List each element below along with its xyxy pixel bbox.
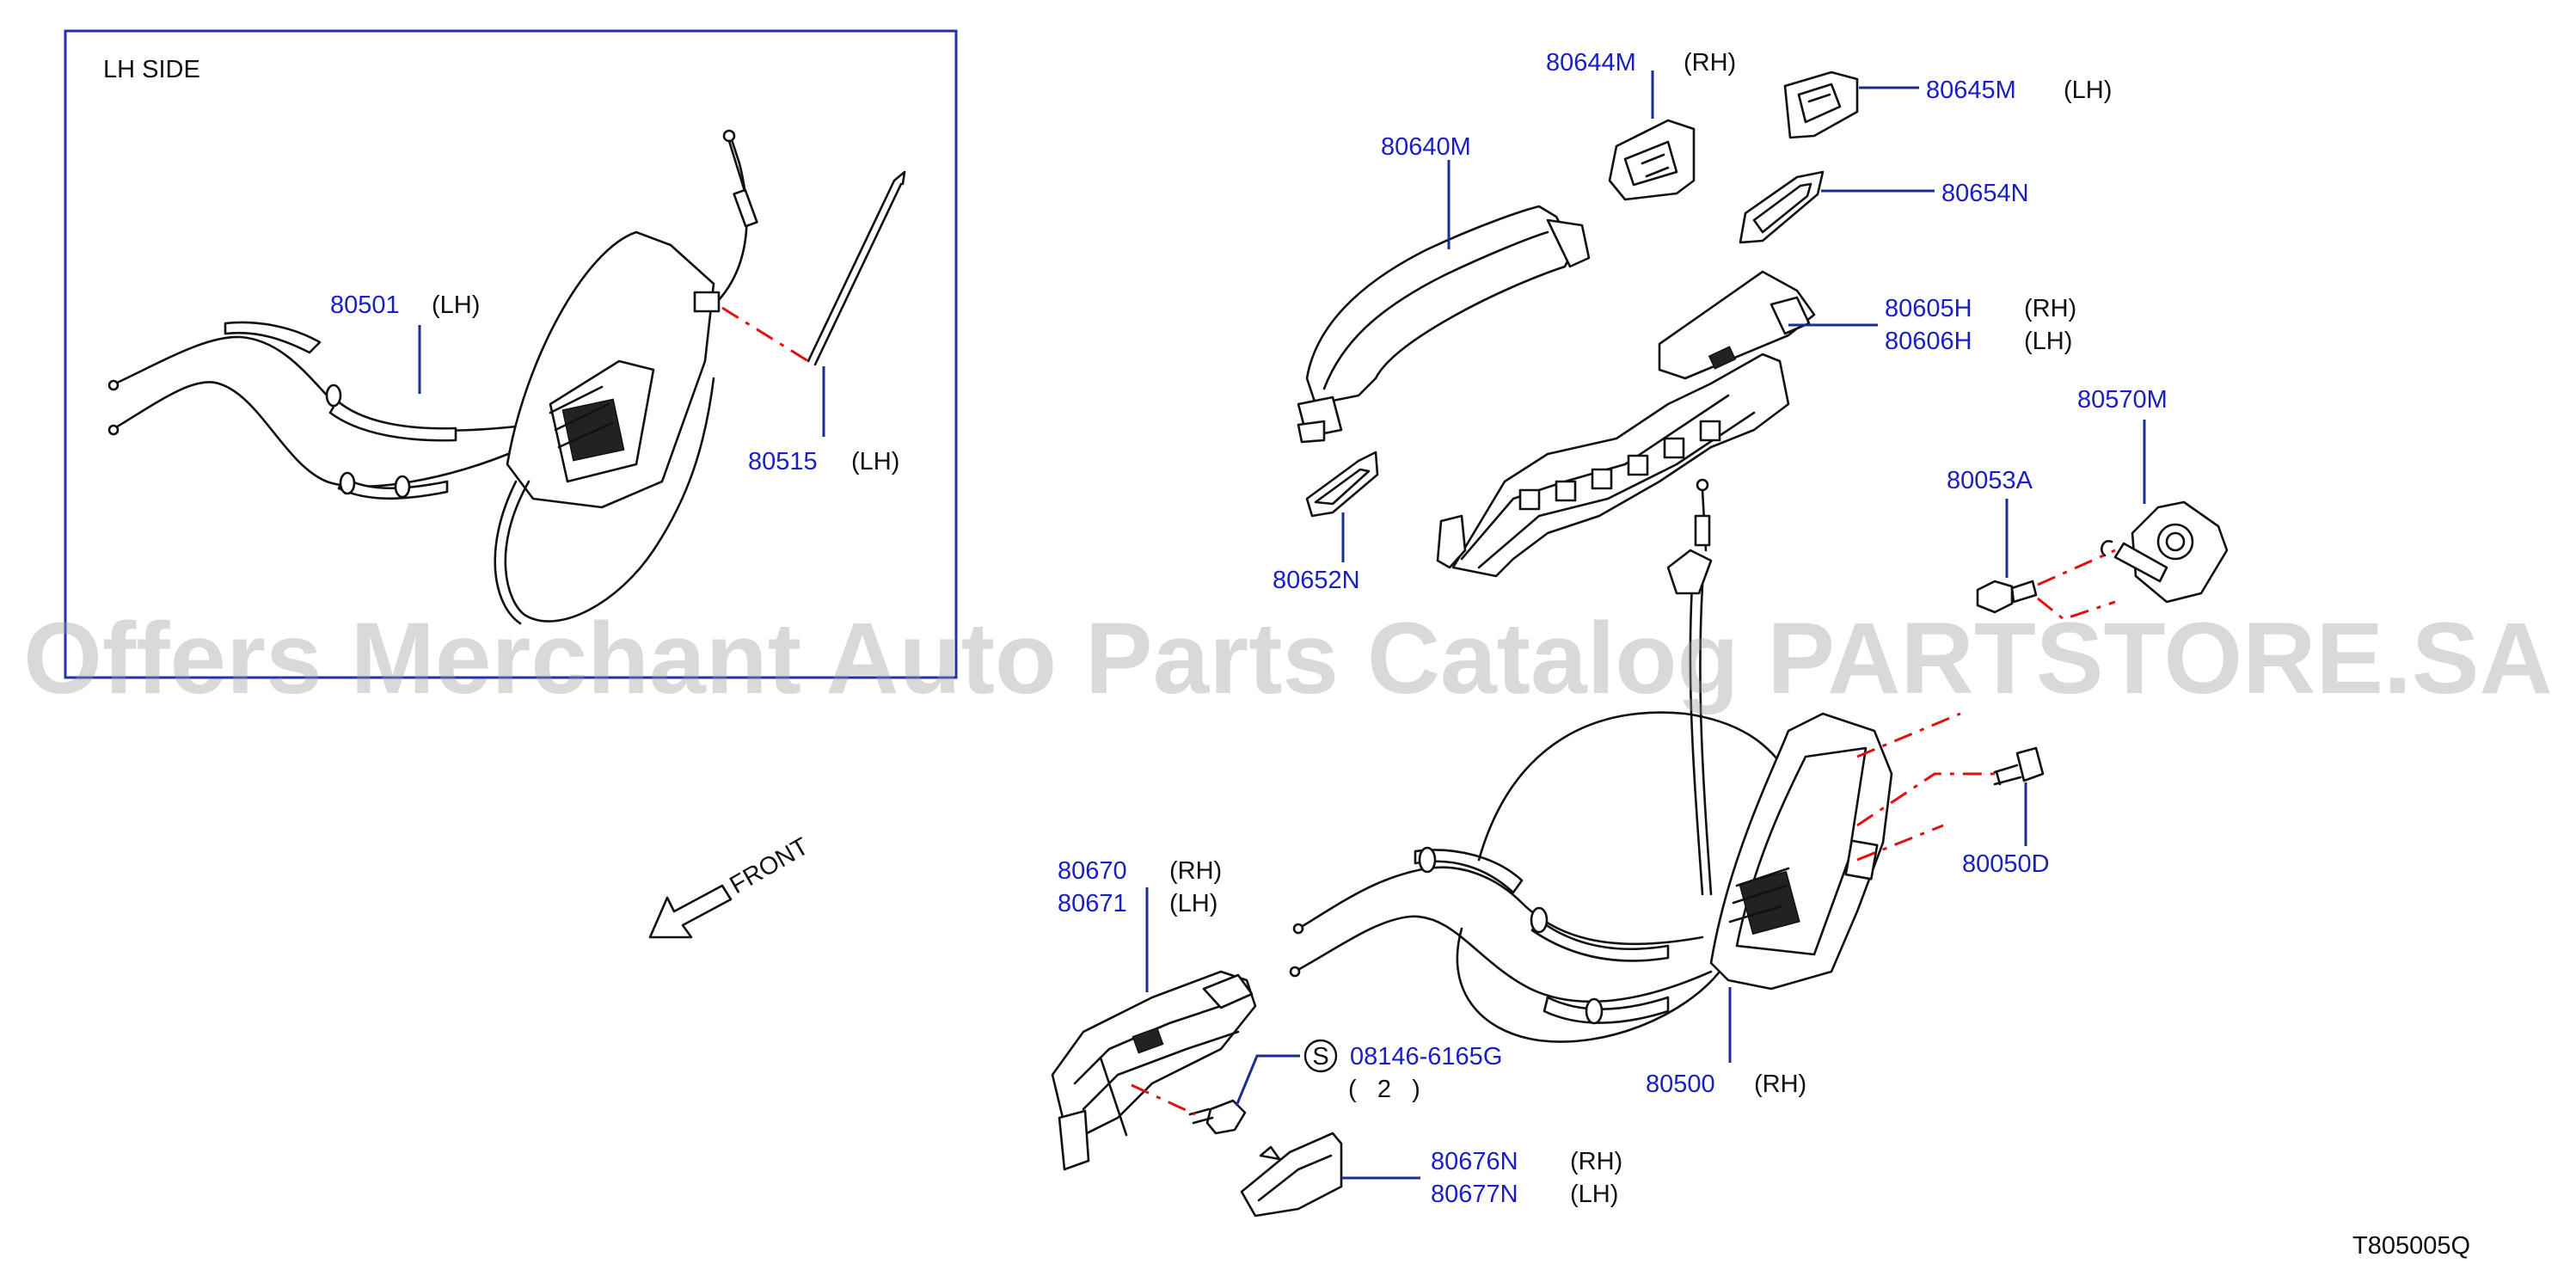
front-arrow-icon — [648, 884, 733, 939]
screw-80050D-drawing — [1993, 746, 2045, 786]
inset-frame — [64, 29, 958, 679]
part-80500-side: (RH) — [1754, 1070, 1806, 1098]
part-80570M-number[interactable]: 80570M — [2077, 386, 2168, 414]
part-80515-number[interactable]: 80515 — [748, 448, 818, 475]
part-80515-side: (LH) — [851, 448, 899, 475]
watermark: Offers Merchant Auto Parts Catalog PARTS… — [23, 602, 2553, 715]
part-80501-number[interactable]: 80501 — [330, 291, 400, 319]
lock-assembly-80500-drawing — [1289, 478, 1893, 1043]
bezel-80645M-drawing — [1783, 71, 1859, 139]
part-80654N-number[interactable]: 80654N — [1941, 180, 2029, 207]
part-80606H-side: (LH) — [2024, 328, 2072, 355]
part-80606H-number[interactable]: 80606H — [1885, 328, 1972, 355]
front-label: FRONT — [726, 832, 814, 899]
standard-part-badge-letter: S — [1312, 1043, 1328, 1070]
part-80670-side: (RH) — [1169, 857, 1222, 885]
part-80500-number[interactable]: 80500 — [1646, 1070, 1715, 1098]
part-80644M-side: (RH) — [1684, 49, 1736, 77]
part-80053A-number[interactable]: 80053A — [1947, 467, 2033, 494]
gasket-80654N-drawing — [1739, 170, 1825, 244]
part-80676N-number[interactable]: 80676N — [1431, 1148, 1518, 1175]
screw-80053A-drawing — [1976, 580, 2038, 614]
handle-grip-80640M-drawing — [1297, 205, 1591, 444]
handle-bracket-80605H-drawing — [1436, 270, 1816, 578]
inside-handle-80670-drawing — [1051, 970, 1257, 1171]
gasket-80652N-drawing — [1305, 451, 1379, 518]
part-80645M-number[interactable]: 80645M — [1926, 77, 2016, 104]
inset-lock-assembly-drawing — [107, 129, 906, 625]
part-08146-6165G-number[interactable]: 08146-6165G — [1350, 1043, 1502, 1070]
bezel-80644M-drawing — [1608, 119, 1696, 201]
striker-80570M-drawing — [2101, 500, 2229, 604]
part-80670-number[interactable]: 80670 — [1058, 857, 1127, 885]
part-80501-side: (LH) — [432, 291, 480, 319]
part-80605H-number[interactable]: 80605H — [1885, 295, 1972, 322]
part-80652N-number[interactable]: 80652N — [1273, 567, 1360, 594]
part-80050D-number[interactable]: 80050D — [1962, 850, 2050, 878]
part-80677N-number[interactable]: 80677N — [1431, 1181, 1518, 1208]
bolt-08146-drawing — [1188, 1099, 1247, 1135]
part-08146-6165G-qty: ( 2 ) — [1348, 1076, 1420, 1103]
escutcheon-80676N-drawing — [1240, 1132, 1343, 1218]
standard-part-badge — [1303, 1039, 1338, 1073]
inset-title: LH SIDE — [103, 56, 200, 83]
part-80640M-number[interactable]: 80640M — [1381, 133, 1471, 161]
part-80671-number[interactable]: 80671 — [1058, 890, 1127, 917]
diagram-code: T805005Q — [2352, 1232, 2470, 1260]
part-80671-side: (LH) — [1169, 890, 1217, 917]
part-80644M-number[interactable]: 80644M — [1546, 49, 1636, 77]
part-80677N-side: (LH) — [1570, 1181, 1618, 1208]
part-80605H-side: (RH) — [2024, 295, 2076, 322]
part-80645M-side: (LH) — [2064, 77, 2112, 104]
part-80676N-side: (RH) — [1570, 1148, 1622, 1175]
